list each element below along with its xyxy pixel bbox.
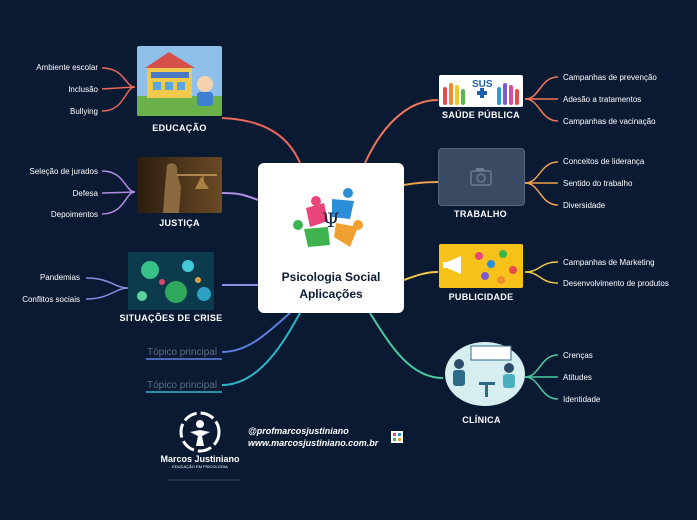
svg-text:SUS: SUS xyxy=(472,79,493,90)
work-image[interactable] xyxy=(438,148,525,206)
leaf-campanhas-de-prevencao: Campanhas de prevenção xyxy=(563,73,657,82)
crisis-image[interactable] xyxy=(128,252,214,310)
svg-text:Ψ: Ψ xyxy=(322,208,340,232)
leaf-defesa: Defesa xyxy=(72,189,98,198)
advertising-image[interactable] xyxy=(439,244,523,288)
education-image[interactable] xyxy=(137,46,222,116)
leaf-selecao-de-jurados: Seleção de jurados xyxy=(29,167,99,176)
public-health-image[interactable]: SUS xyxy=(439,75,523,107)
leaf-adesao-a-tratamentos: Adesão a tratamentos xyxy=(563,95,642,104)
leaf-desenvolvimento-de-produtos: Desenvolvimento de produtos xyxy=(563,279,669,288)
leaf-ambiente-escolar: Ambiente escolar xyxy=(36,63,98,72)
psychology-puzzle-icon: Ψ xyxy=(293,188,363,247)
instagram-handle[interactable]: @profmarcosjustiniano xyxy=(248,426,349,436)
leaf-sentido-do-trabalho: Sentido do trabalho xyxy=(563,179,633,188)
topic-placeholder-1[interactable]: Tópico principal xyxy=(147,347,218,358)
marcos-justiniano-logo-icon xyxy=(179,411,221,453)
website-link[interactable]: www.marcosjustiniano.com.br xyxy=(248,438,379,448)
leaf-bullying: Bullying xyxy=(69,107,98,116)
branch-title-situacoes-de-crise: SITUAÇÕES DE CRISE xyxy=(119,313,223,323)
leaf-campanhas-de-marketing: Campanhas de Marketing xyxy=(563,258,655,267)
branch-title-educacao: EDUCAÇÃO xyxy=(152,123,207,133)
brand-name: Marcos Justiniano xyxy=(160,454,240,464)
leaf-pandemias: Pandemias xyxy=(39,273,80,282)
puzzle-logo-icon xyxy=(391,431,403,443)
leaf-crencas: Crenças xyxy=(563,351,593,360)
justice-image[interactable] xyxy=(137,157,222,213)
brand-tagline: EDUCAÇÃO EM PSICOLOGIA xyxy=(172,464,228,469)
central-title-line1: Psicologia Social xyxy=(281,270,381,284)
branch-title-publicidade: PUBLICIDADE xyxy=(448,292,514,302)
branch-title-trabalho: TRABALHO xyxy=(454,209,507,219)
leaf-depoimentos: Depoimentos xyxy=(50,210,98,219)
camera-icon xyxy=(470,168,492,186)
leaf-conflitos-sociais: Conflitos sociais xyxy=(22,295,80,304)
branch-title-clinica: CLÍNICA xyxy=(462,415,501,425)
topic-placeholder-2[interactable]: Tópico principal xyxy=(147,380,218,391)
central-title-line2: Aplicações xyxy=(299,287,363,301)
central-topic[interactable]: Ψ Psicologia Social Aplicações xyxy=(258,163,404,313)
branch-title-justica: JUSTIÇA xyxy=(159,218,200,228)
leaf-atitudes: Atitudes xyxy=(563,373,592,382)
clinic-image[interactable] xyxy=(439,334,527,406)
leaf-conceitos-de-lideranca: Conceitos de liderança xyxy=(563,157,645,166)
leaf-diversidade: Diversidade xyxy=(563,201,606,210)
branch-title-saude-publica: SAÚDE PÚBLICA xyxy=(442,110,520,120)
leaf-inclusao: Inclusão xyxy=(68,85,98,94)
leaf-identidade: Identidade xyxy=(563,395,601,404)
leaf-campanhas-de-vacinacao: Campanhas de vacinação xyxy=(563,117,656,126)
